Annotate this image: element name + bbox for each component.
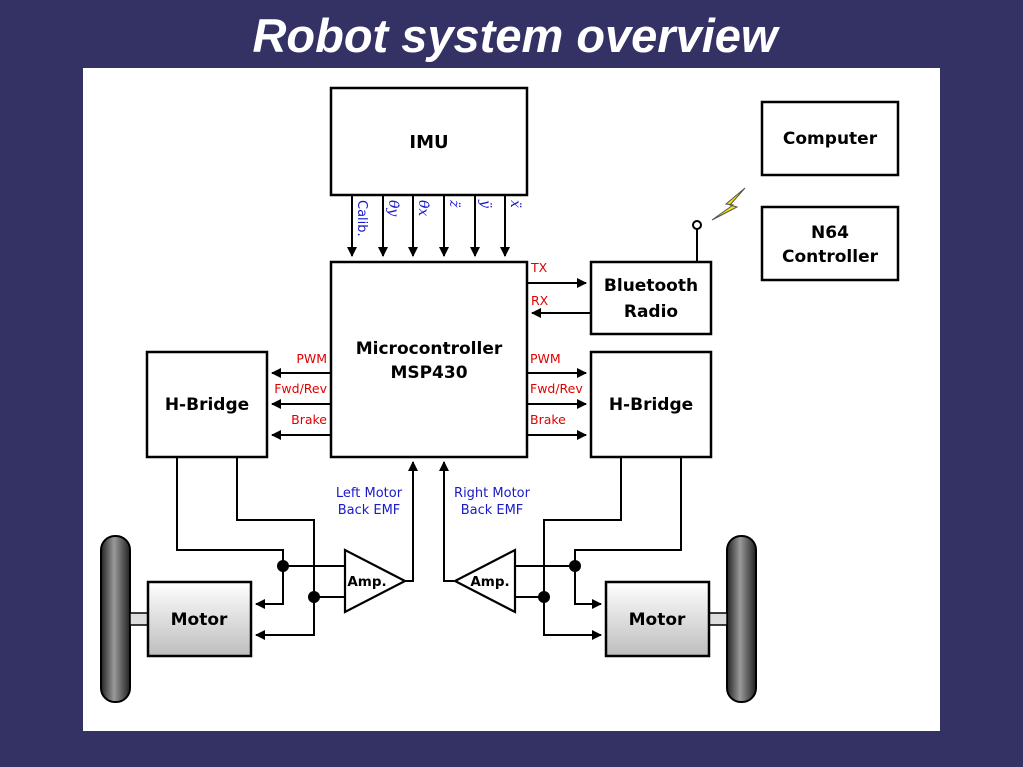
- h-bridge-left-label: H-Bridge: [165, 395, 249, 415]
- right-motor-wiring: [439, 457, 682, 640]
- imu-signal-calib: Calib.: [354, 200, 369, 237]
- amplifier-right: Amp.: [452, 548, 517, 614]
- motor-right-label: Motor: [629, 610, 686, 630]
- imu-block: IMU: [329, 86, 529, 197]
- radio-label: Radio: [624, 302, 678, 322]
- microcontroller-block: Microcontroller MSP430: [329, 260, 529, 459]
- computer-block: Computer: [760, 100, 900, 177]
- imu-signal-theta-x: θ̇x: [415, 200, 431, 216]
- n64-label: N64: [811, 223, 849, 243]
- rx-label: RX: [531, 293, 549, 308]
- motor-right: Motor: [604, 580, 711, 658]
- h-bridge-right-label: H-Bridge: [609, 395, 693, 415]
- left-wheel: [100, 535, 149, 703]
- h-bridge-right: H-Bridge: [589, 350, 713, 459]
- left-brake-label: Brake: [291, 412, 327, 427]
- tx-label: TX: [530, 260, 548, 275]
- left-dir-label: Fwd/Rev: [274, 381, 327, 396]
- motor-left-label: Motor: [171, 610, 228, 630]
- slide-title: Robot system overview: [252, 9, 778, 62]
- motor-left: Motor: [146, 580, 253, 658]
- right-back-emf-label-2: Back EMF: [461, 503, 524, 518]
- imu-signal-y-accel: ÿ: [477, 199, 493, 209]
- amplifier-left: Amp.: [343, 548, 408, 614]
- system-diagram: IMU Calib. θ̇y θ̇x z̈ ÿ ẍ Microcontrolle…: [100, 86, 900, 703]
- imu-signal-arrows: [347, 195, 510, 257]
- amp-left-label: Amp.: [347, 574, 386, 590]
- n64-controller-label: Controller: [782, 247, 879, 267]
- microcontroller-label: Microcontroller: [356, 339, 503, 359]
- left-back-emf-label-2: Back EMF: [338, 503, 401, 518]
- right-wheel: [708, 535, 757, 703]
- right-brake-label: Brake: [530, 412, 566, 427]
- right-pwm-label: PWM: [530, 351, 561, 366]
- amp-right-label: Amp.: [470, 574, 509, 590]
- left-back-emf-label-1: Left Motor: [336, 486, 403, 501]
- microcontroller-model: MSP430: [390, 363, 467, 383]
- right-back-emf-label-1: Right Motor: [454, 486, 531, 501]
- computer-label: Computer: [783, 129, 878, 149]
- bluetooth-label: Bluetooth: [604, 276, 698, 296]
- imu-signal-theta-y: θ̇y: [385, 200, 401, 217]
- diagram-panel: IMU Calib. θ̇y θ̇x z̈ ÿ ẍ Microcontrolle…: [83, 68, 940, 731]
- h-bridge-left: H-Bridge: [145, 350, 269, 459]
- bluetooth-radio-block: Bluetooth Radio: [589, 220, 713, 336]
- left-motor-wiring: [176, 457, 418, 640]
- n64-controller-block: N64 Controller: [760, 205, 900, 282]
- wireless-signal-icon: [711, 187, 746, 221]
- imu-signal-z-accel: z̈: [446, 199, 462, 208]
- imu-label: IMU: [409, 132, 448, 153]
- right-dir-label: Fwd/Rev: [530, 381, 583, 396]
- left-pwm-label: PWM: [296, 351, 327, 366]
- imu-signal-x-accel: ẍ: [507, 200, 523, 208]
